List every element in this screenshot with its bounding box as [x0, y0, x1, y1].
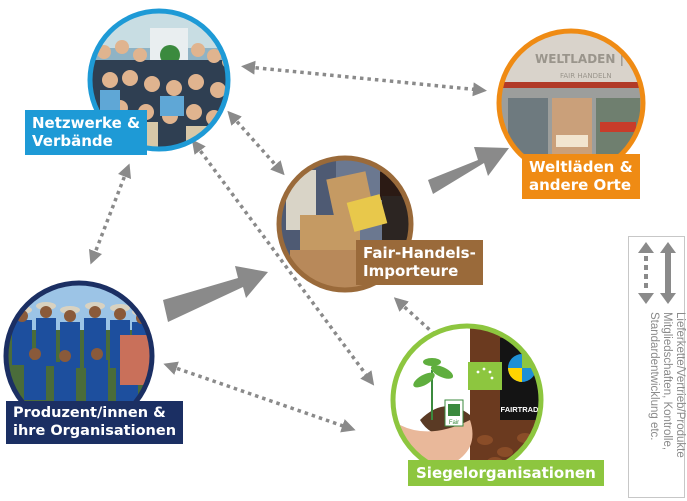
label-netzwerke-line2: Verbände: [32, 132, 113, 151]
label-weltlaeden-line1: Weltläden &: [529, 158, 633, 176]
legend-arrow-icons: [638, 242, 676, 304]
dotted-arrow-netzwerke-produzenten: [88, 163, 132, 265]
legend-dotted-arrow-icon: [638, 242, 654, 304]
legend-dotted-label-line1: Mitgliedschaften, Kontrolle,: [661, 312, 673, 451]
label-siegel-line1: Siegelorganisationen: [416, 464, 596, 482]
label-siegel: Siegelorganisationen: [408, 460, 604, 487]
shop-sign-text: WELTLADEN | KO: [535, 52, 647, 66]
solid-arrow-importeure-weltlaeden: [428, 147, 509, 194]
dotted-arrows: [88, 60, 487, 433]
dotted-arrow-netzwerke-importeure: [227, 110, 285, 176]
supply-chain-arrows: [163, 147, 509, 322]
label-importeure-line2: Importeure: [363, 262, 459, 281]
fair-tag-text: Fair: [449, 420, 459, 426]
label-produzenten-line2: ihre Organisationen: [13, 422, 177, 439]
label-weltlaeden: Weltläden & andere Orte: [522, 154, 640, 199]
legend-box: [628, 236, 685, 498]
label-produzenten: Produzent/innen & ihre Organisationen: [6, 401, 184, 445]
netzwerke-ring: [87, 8, 231, 152]
solid-arrow-produzenten-importeure: [163, 266, 268, 322]
dotted-arrow-netzwerke-weltlaeden: [241, 60, 487, 97]
label-weltlaeden-line2: andere Orte: [529, 176, 631, 195]
label-importeure: Fair-Handels- Importeure: [356, 240, 483, 285]
legend-solid-arrow-icon: [660, 242, 676, 304]
legend-dotted-label-line2: Standardentwicklung etc.: [648, 312, 660, 441]
label-netzwerke: Netzwerke & Verbände: [25, 110, 148, 155]
shop-sub-text: FAIR HANDELN: [560, 72, 612, 80]
dotted-arrow-produzenten-siegel: [163, 361, 356, 433]
importeure-ring: [276, 155, 414, 293]
legend-solid-label: Lieferkette/Vertrieb/Produkte: [674, 312, 686, 458]
legend-text: Lieferkette/Vertrieb/Produkte Mitgliedsc…: [647, 312, 686, 492]
label-produzenten-line1: Produzent/innen &: [13, 405, 166, 421]
label-netzwerke-line1: Netzwerke &: [32, 114, 141, 132]
fairtrade-mark-text: FAIRTRADE: [501, 405, 544, 414]
label-importeure-line1: Fair-Handels-: [363, 244, 476, 262]
